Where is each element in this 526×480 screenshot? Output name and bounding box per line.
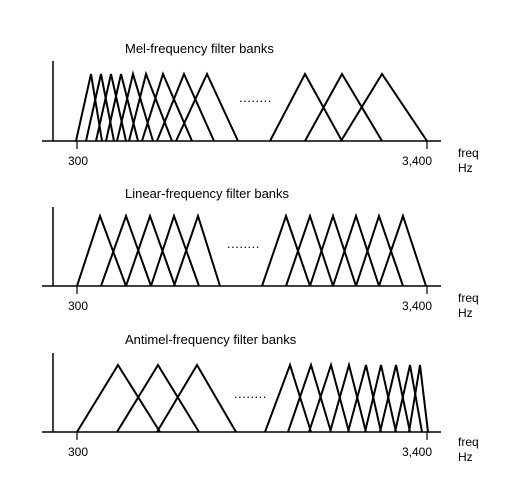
antimel-filter-4 bbox=[264, 361, 312, 433]
linear-ellipsis: ........ bbox=[227, 236, 260, 251]
linear-tick-label-end: 3,400 bbox=[402, 299, 432, 313]
mel-filter-4 bbox=[105, 73, 139, 142]
linear-filter-10 bbox=[355, 212, 404, 287]
antimel-tick-label-start: 300 bbox=[68, 445, 88, 459]
linear-filter-4 bbox=[150, 212, 200, 287]
mel-filters bbox=[75, 70, 428, 142]
antimel-axis-unit-freq: freq bbox=[458, 435, 479, 449]
mel-filter-2 bbox=[85, 73, 115, 142]
antimel-panel: Antimel-frequency filter banks ........ … bbox=[42, 332, 479, 464]
linear-filter-8 bbox=[309, 212, 357, 287]
linear-filter-5 bbox=[173, 212, 221, 287]
linear-tick-label-start: 300 bbox=[68, 299, 88, 313]
antimel-filter-12 bbox=[408, 364, 429, 433]
mel-panel: Mel-frequency filter banks ........ 300 … bbox=[42, 41, 479, 175]
mel-axis-unit-freq: freq bbox=[458, 146, 479, 160]
antimel-filter-5 bbox=[287, 361, 332, 433]
linear-filter-9 bbox=[332, 212, 380, 287]
antimel-filter-7 bbox=[329, 361, 367, 433]
mel-filter-11 bbox=[304, 71, 383, 142]
antimel-filter-2 bbox=[116, 363, 200, 433]
linear-filter-3 bbox=[125, 212, 176, 287]
mel-filter-7 bbox=[141, 71, 193, 142]
mel-filter-9 bbox=[175, 71, 239, 142]
linear-filter-1 bbox=[76, 212, 127, 287]
antimel-filter-11 bbox=[394, 364, 423, 433]
mel-filter-5 bbox=[116, 70, 154, 142]
linear-filter-7 bbox=[285, 212, 334, 287]
mel-filter-6 bbox=[128, 70, 173, 142]
mel-filter-1 bbox=[75, 73, 103, 142]
mel-ellipsis: ........ bbox=[239, 90, 272, 105]
antimel-filter-3 bbox=[156, 363, 237, 433]
antimel-filter-1 bbox=[76, 363, 161, 433]
antimel-axis-unit-hz: Hz bbox=[458, 450, 473, 464]
linear-filter-11 bbox=[378, 212, 427, 287]
antimel-filter-9 bbox=[364, 364, 397, 433]
mel-axis-unit-hz: Hz bbox=[458, 161, 473, 175]
mel-filter-10 bbox=[269, 71, 343, 142]
mel-tick-label-start: 300 bbox=[68, 154, 88, 168]
linear-filter-6 bbox=[261, 212, 311, 287]
mel-filter-12 bbox=[340, 72, 428, 142]
mel-filter-8 bbox=[156, 71, 215, 142]
linear-filter-2 bbox=[100, 213, 152, 287]
antimel-filter-6 bbox=[308, 361, 350, 433]
linear-filters bbox=[76, 212, 427, 287]
mel-panel-title: Mel-frequency filter banks bbox=[125, 41, 274, 56]
mel-filter-3 bbox=[95, 73, 127, 142]
linear-panel-title: Linear-frequency filter banks bbox=[125, 186, 290, 201]
mel-tick-label-end: 3,400 bbox=[402, 154, 432, 168]
antimel-panel-title: Antimel-frequency filter banks bbox=[125, 332, 297, 347]
antimel-tick-label-end: 3,400 bbox=[402, 445, 432, 459]
antimel-ellipsis: ........ bbox=[234, 386, 267, 401]
antimel-filters bbox=[76, 361, 429, 433]
antimel-filter-8 bbox=[347, 364, 382, 433]
antimel-filter-10 bbox=[379, 364, 411, 433]
linear-axis-unit-freq: freq bbox=[458, 291, 479, 305]
linear-panel: Linear-frequency filter banks ........ 3… bbox=[42, 186, 479, 320]
linear-axis-unit-hz: Hz bbox=[458, 306, 473, 320]
